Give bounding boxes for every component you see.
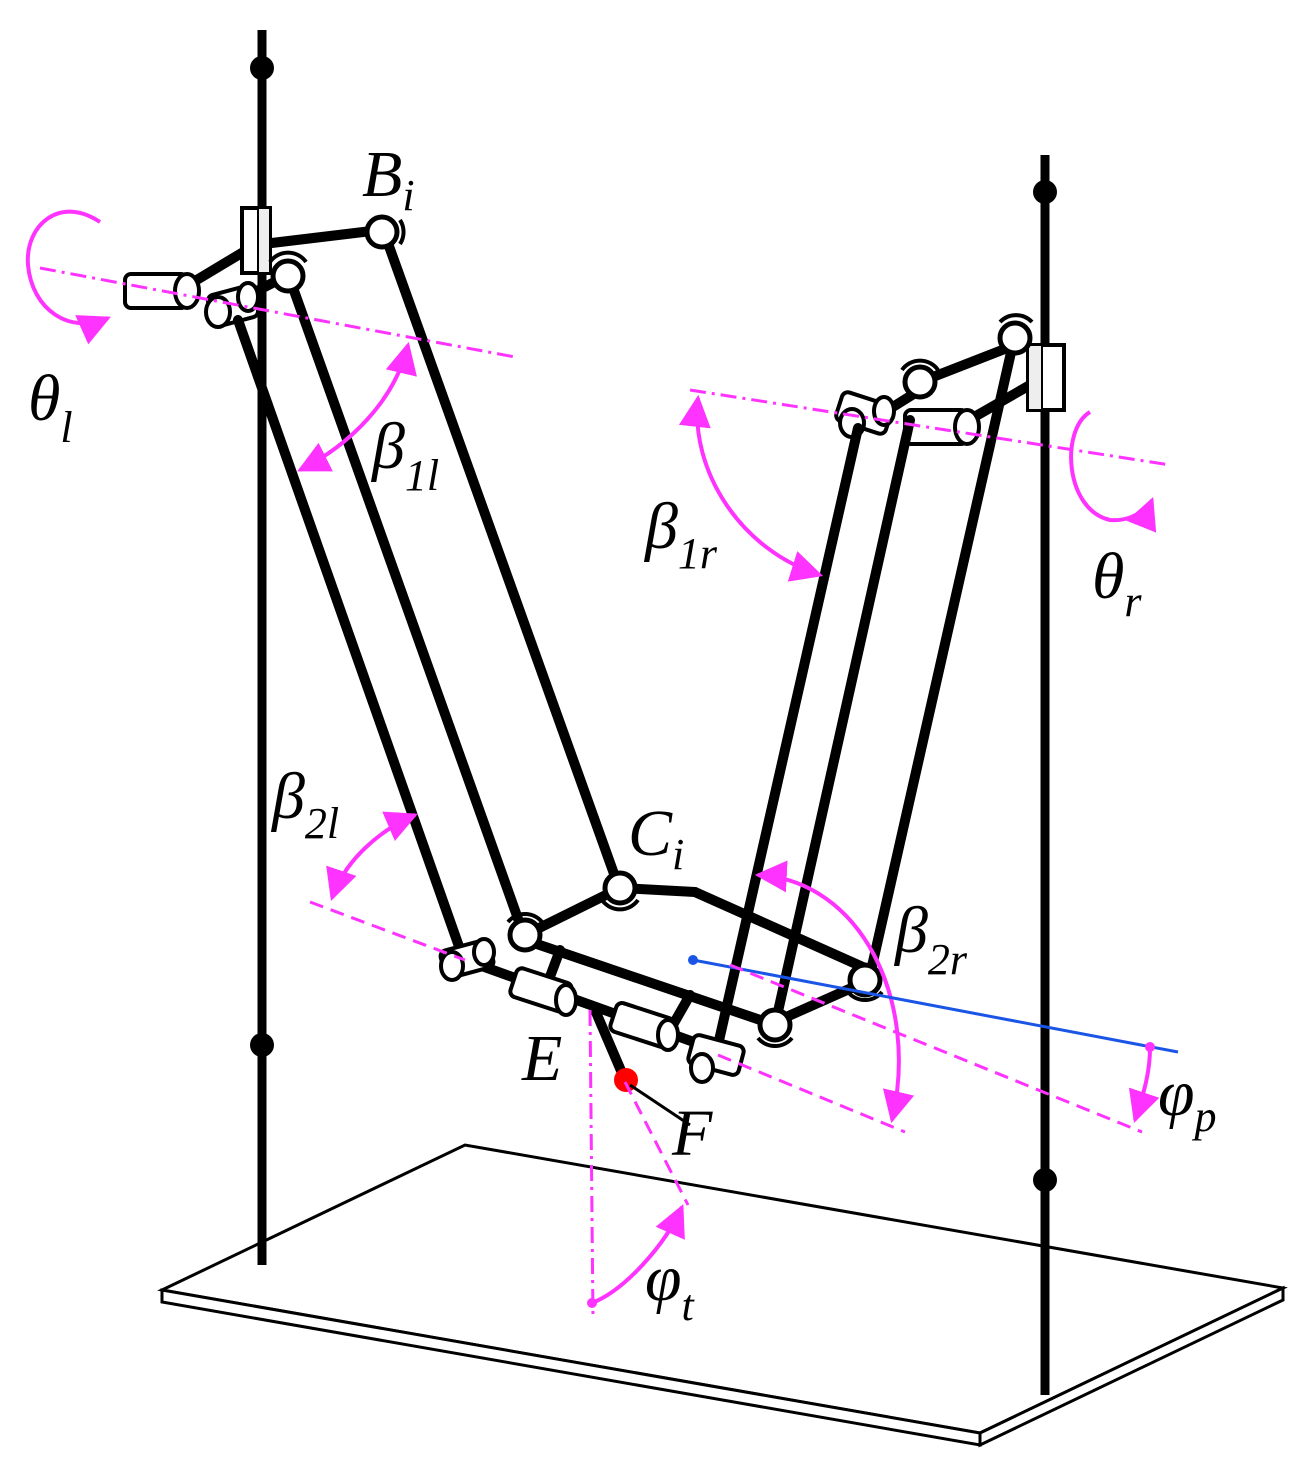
base-plate bbox=[157, 1143, 1288, 1448]
end-effector-tool bbox=[590, 1005, 691, 1127]
right-actuator-axis bbox=[689, 388, 1171, 467]
left-elbow-cylinder bbox=[204, 281, 261, 329]
platform-end-cylinder-left bbox=[438, 937, 496, 982]
phi-p-platform-line bbox=[729, 963, 1143, 1134]
left-upper-arm bbox=[123, 206, 385, 329]
left-parallel-links bbox=[233, 230, 623, 960]
beta-1l-arc bbox=[297, 341, 417, 472]
annotations bbox=[25, 209, 1179, 1321]
phi-p-arc bbox=[1128, 1047, 1160, 1124]
beta-2l-reference bbox=[309, 900, 466, 962]
theta-r-arc bbox=[1069, 410, 1157, 533]
label-F: F bbox=[671, 1097, 713, 1170]
phi-t-arc bbox=[591, 1204, 685, 1305]
beta-2r-reference bbox=[717, 1053, 906, 1134]
beta-2l-arc bbox=[326, 811, 418, 902]
label-C-i: Ci bbox=[628, 797, 684, 879]
joint-B-i bbox=[364, 214, 400, 250]
joint-C-i bbox=[602, 870, 638, 906]
right-actuator-cylinder bbox=[903, 408, 981, 446]
left-actuator-axis bbox=[39, 266, 516, 359]
platform-cylinder-1 bbox=[508, 966, 578, 1017]
label-theta-l: θl bbox=[28, 362, 73, 452]
label-B-i: Bi bbox=[362, 138, 415, 220]
phi-t-vertical bbox=[588, 1009, 595, 1321]
phi-t-tool-axis bbox=[623, 1081, 690, 1206]
label-beta-2l: β2l bbox=[270, 760, 339, 848]
label-beta-1l: β1l bbox=[370, 410, 439, 500]
left-actuator-cylinder bbox=[123, 272, 201, 310]
theta-l-arc bbox=[25, 209, 111, 345]
labels: θl Bi β1l β1r θr β2l Ci β2r E F φp φt bbox=[28, 138, 1217, 1330]
phi-p-reference-line bbox=[692, 958, 1179, 1054]
label-phi-t: φt bbox=[645, 1242, 696, 1330]
beta-1r-arc bbox=[678, 394, 824, 582]
label-beta-1r: β1r bbox=[643, 490, 718, 578]
platform-end-cylinder-right bbox=[686, 1033, 746, 1084]
label-E: E bbox=[521, 1022, 562, 1095]
label-phi-p: φp bbox=[1158, 1057, 1217, 1141]
right-post bbox=[1033, 155, 1057, 1395]
label-beta-2r: β2r bbox=[893, 894, 968, 984]
beta-2r-arc bbox=[754, 860, 915, 1124]
label-theta-r: θr bbox=[1092, 540, 1142, 626]
platform-cylinder-2 bbox=[608, 1001, 680, 1052]
